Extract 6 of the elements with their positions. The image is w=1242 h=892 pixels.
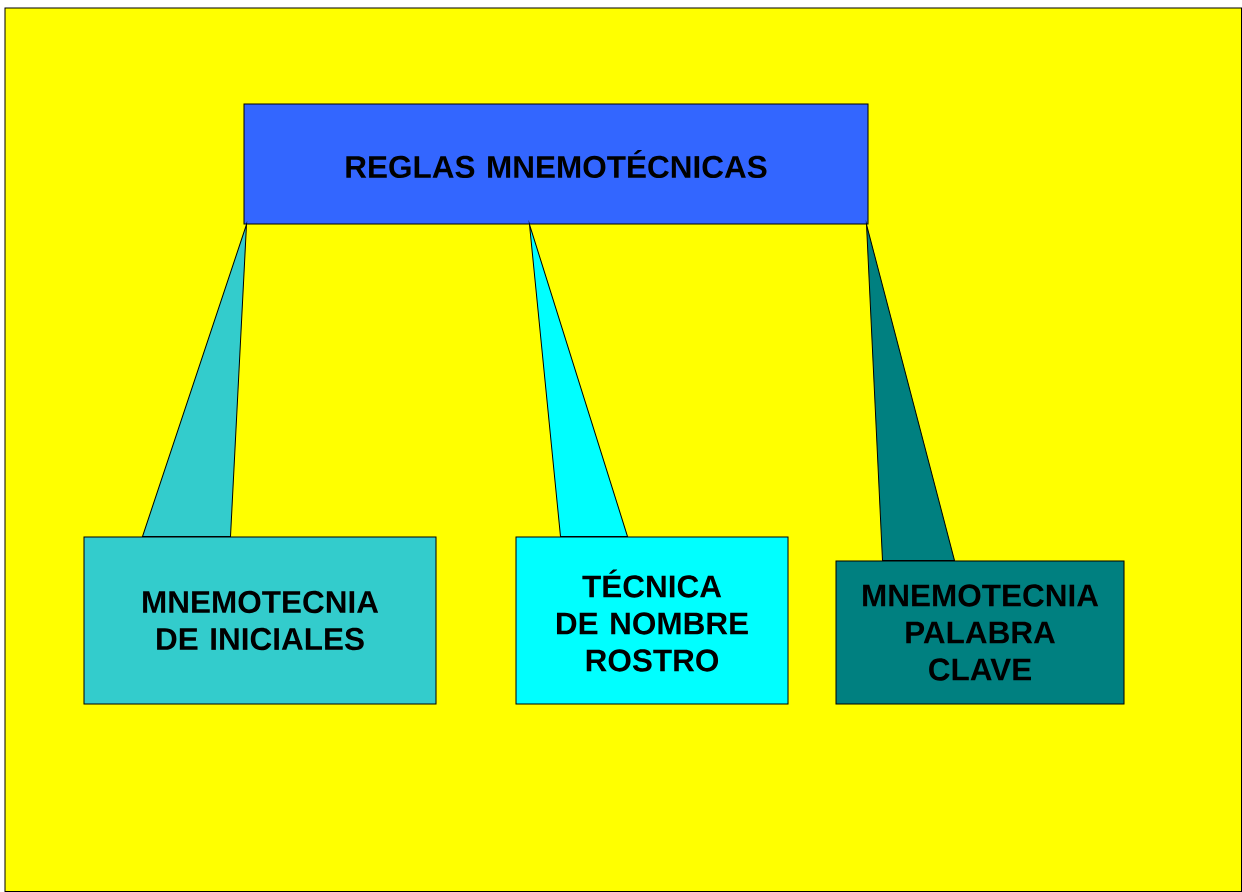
callout-box: MNEMOTECNIA PALABRA CLAVE — [835, 560, 1125, 705]
title-box: REGLAS MNEMOTÉCNICAS — [243, 103, 869, 225]
callout-pointer — [866, 224, 955, 561]
callout-box: MNEMOTECNIA DE INICIALES — [83, 536, 437, 705]
callout-pointer — [142, 224, 247, 537]
callout-box: TÉCNICA DE NOMBRE ROSTRO — [515, 536, 789, 705]
